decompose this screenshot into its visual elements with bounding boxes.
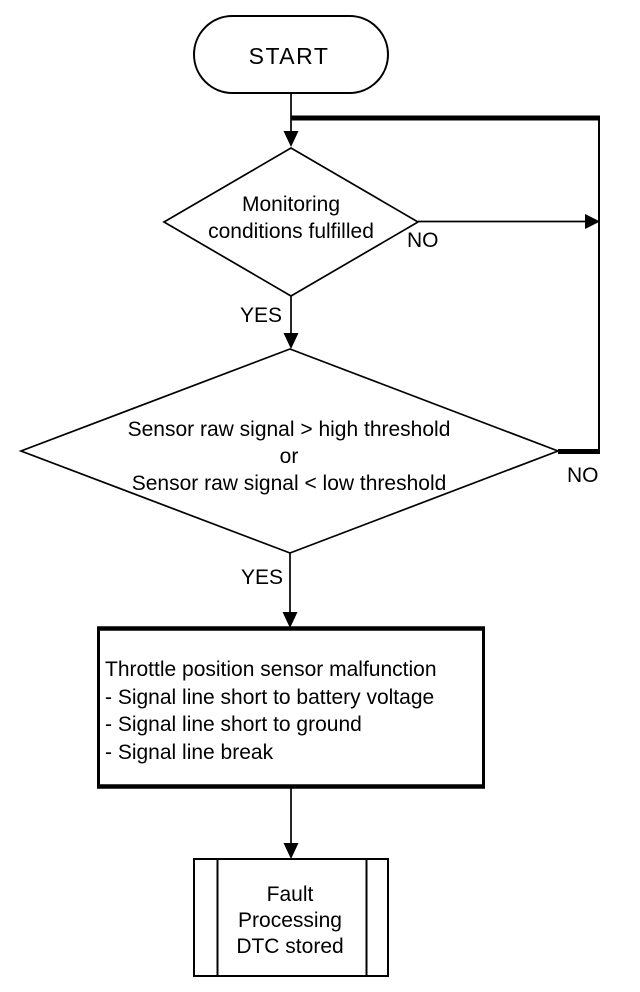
- subroutine-fault-processing-box: [193, 858, 389, 977]
- start-arrowhead-icon: [283, 131, 299, 147]
- decision1-text-line1: Monitoring: [242, 193, 340, 216]
- process-text-line4: - Signal line break: [105, 741, 274, 764]
- yes-label-1: YES: [240, 304, 282, 327]
- process-to-subroutine-arrowhead-icon: [283, 843, 299, 859]
- process-text-line3: - Signal line short to ground: [105, 713, 362, 736]
- subroutine-text-line2: Processing: [238, 909, 342, 932]
- process-text-line2: - Signal line short to battery voltage: [105, 686, 434, 709]
- no-branch-1-arrowhead-icon: [585, 214, 600, 229]
- subroutine-text-line1: Fault: [267, 883, 314, 906]
- yes-label-2: YES: [241, 566, 283, 589]
- decision1-text-line2: conditions fulfilled: [208, 220, 374, 243]
- subroutine-text-line3: DTC stored: [236, 935, 343, 958]
- decision2-text-line3: Sensor raw signal < low threshold: [132, 472, 447, 495]
- yes-branch-2-arrowhead-icon: [282, 612, 298, 628]
- decision2-text-line1: Sensor raw signal > high threshold: [128, 418, 451, 441]
- process-malfunction-box: [97, 627, 485, 788]
- no-label-2: NO: [567, 464, 599, 487]
- yes-branch-1-arrowhead-icon: [283, 333, 299, 349]
- no-label-1: NO: [407, 229, 439, 252]
- process-text-line1: Throttle position sensor malfunction: [105, 658, 437, 681]
- start-label: START: [249, 43, 330, 69]
- decision2-text-line2: or: [280, 445, 299, 468]
